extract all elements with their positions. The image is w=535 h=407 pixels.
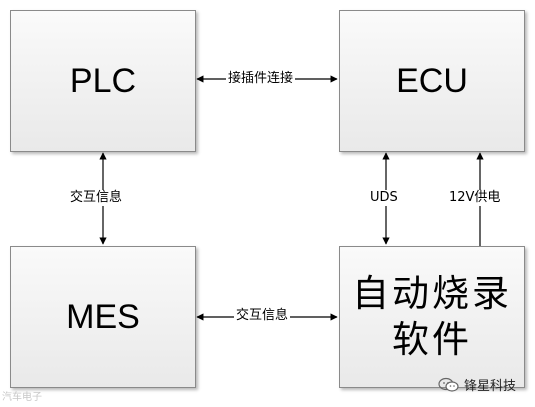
- edge-label-mes-software: 交互信息: [234, 308, 291, 324]
- flash-software-box: 自动烧录 软件: [339, 246, 525, 388]
- ecu-label: ECU: [396, 61, 468, 100]
- watermark-right: 锋星科技: [438, 375, 516, 394]
- plc-label: PLC: [69, 61, 137, 100]
- edge-label-plc-mes: 交互信息: [68, 190, 125, 206]
- wechat-icon: [438, 377, 460, 393]
- plc-box: PLC: [10, 10, 196, 152]
- ecu-box: ECU: [339, 10, 525, 152]
- edge-label-plc-ecu: 接插件连接: [226, 71, 296, 87]
- edge-label-12v-power: 12V供电: [447, 190, 503, 206]
- edge-label-uds: UDS: [368, 190, 400, 206]
- watermark-right-text: 锋星科技: [464, 379, 517, 394]
- mes-label: MES: [66, 297, 140, 336]
- watermark-left: 汽车电子: [2, 392, 42, 403]
- flash-software-label-line1: 自动烧录: [352, 272, 512, 315]
- mes-box: MES: [10, 246, 196, 388]
- flash-software-label-line2: 软件: [392, 318, 472, 361]
